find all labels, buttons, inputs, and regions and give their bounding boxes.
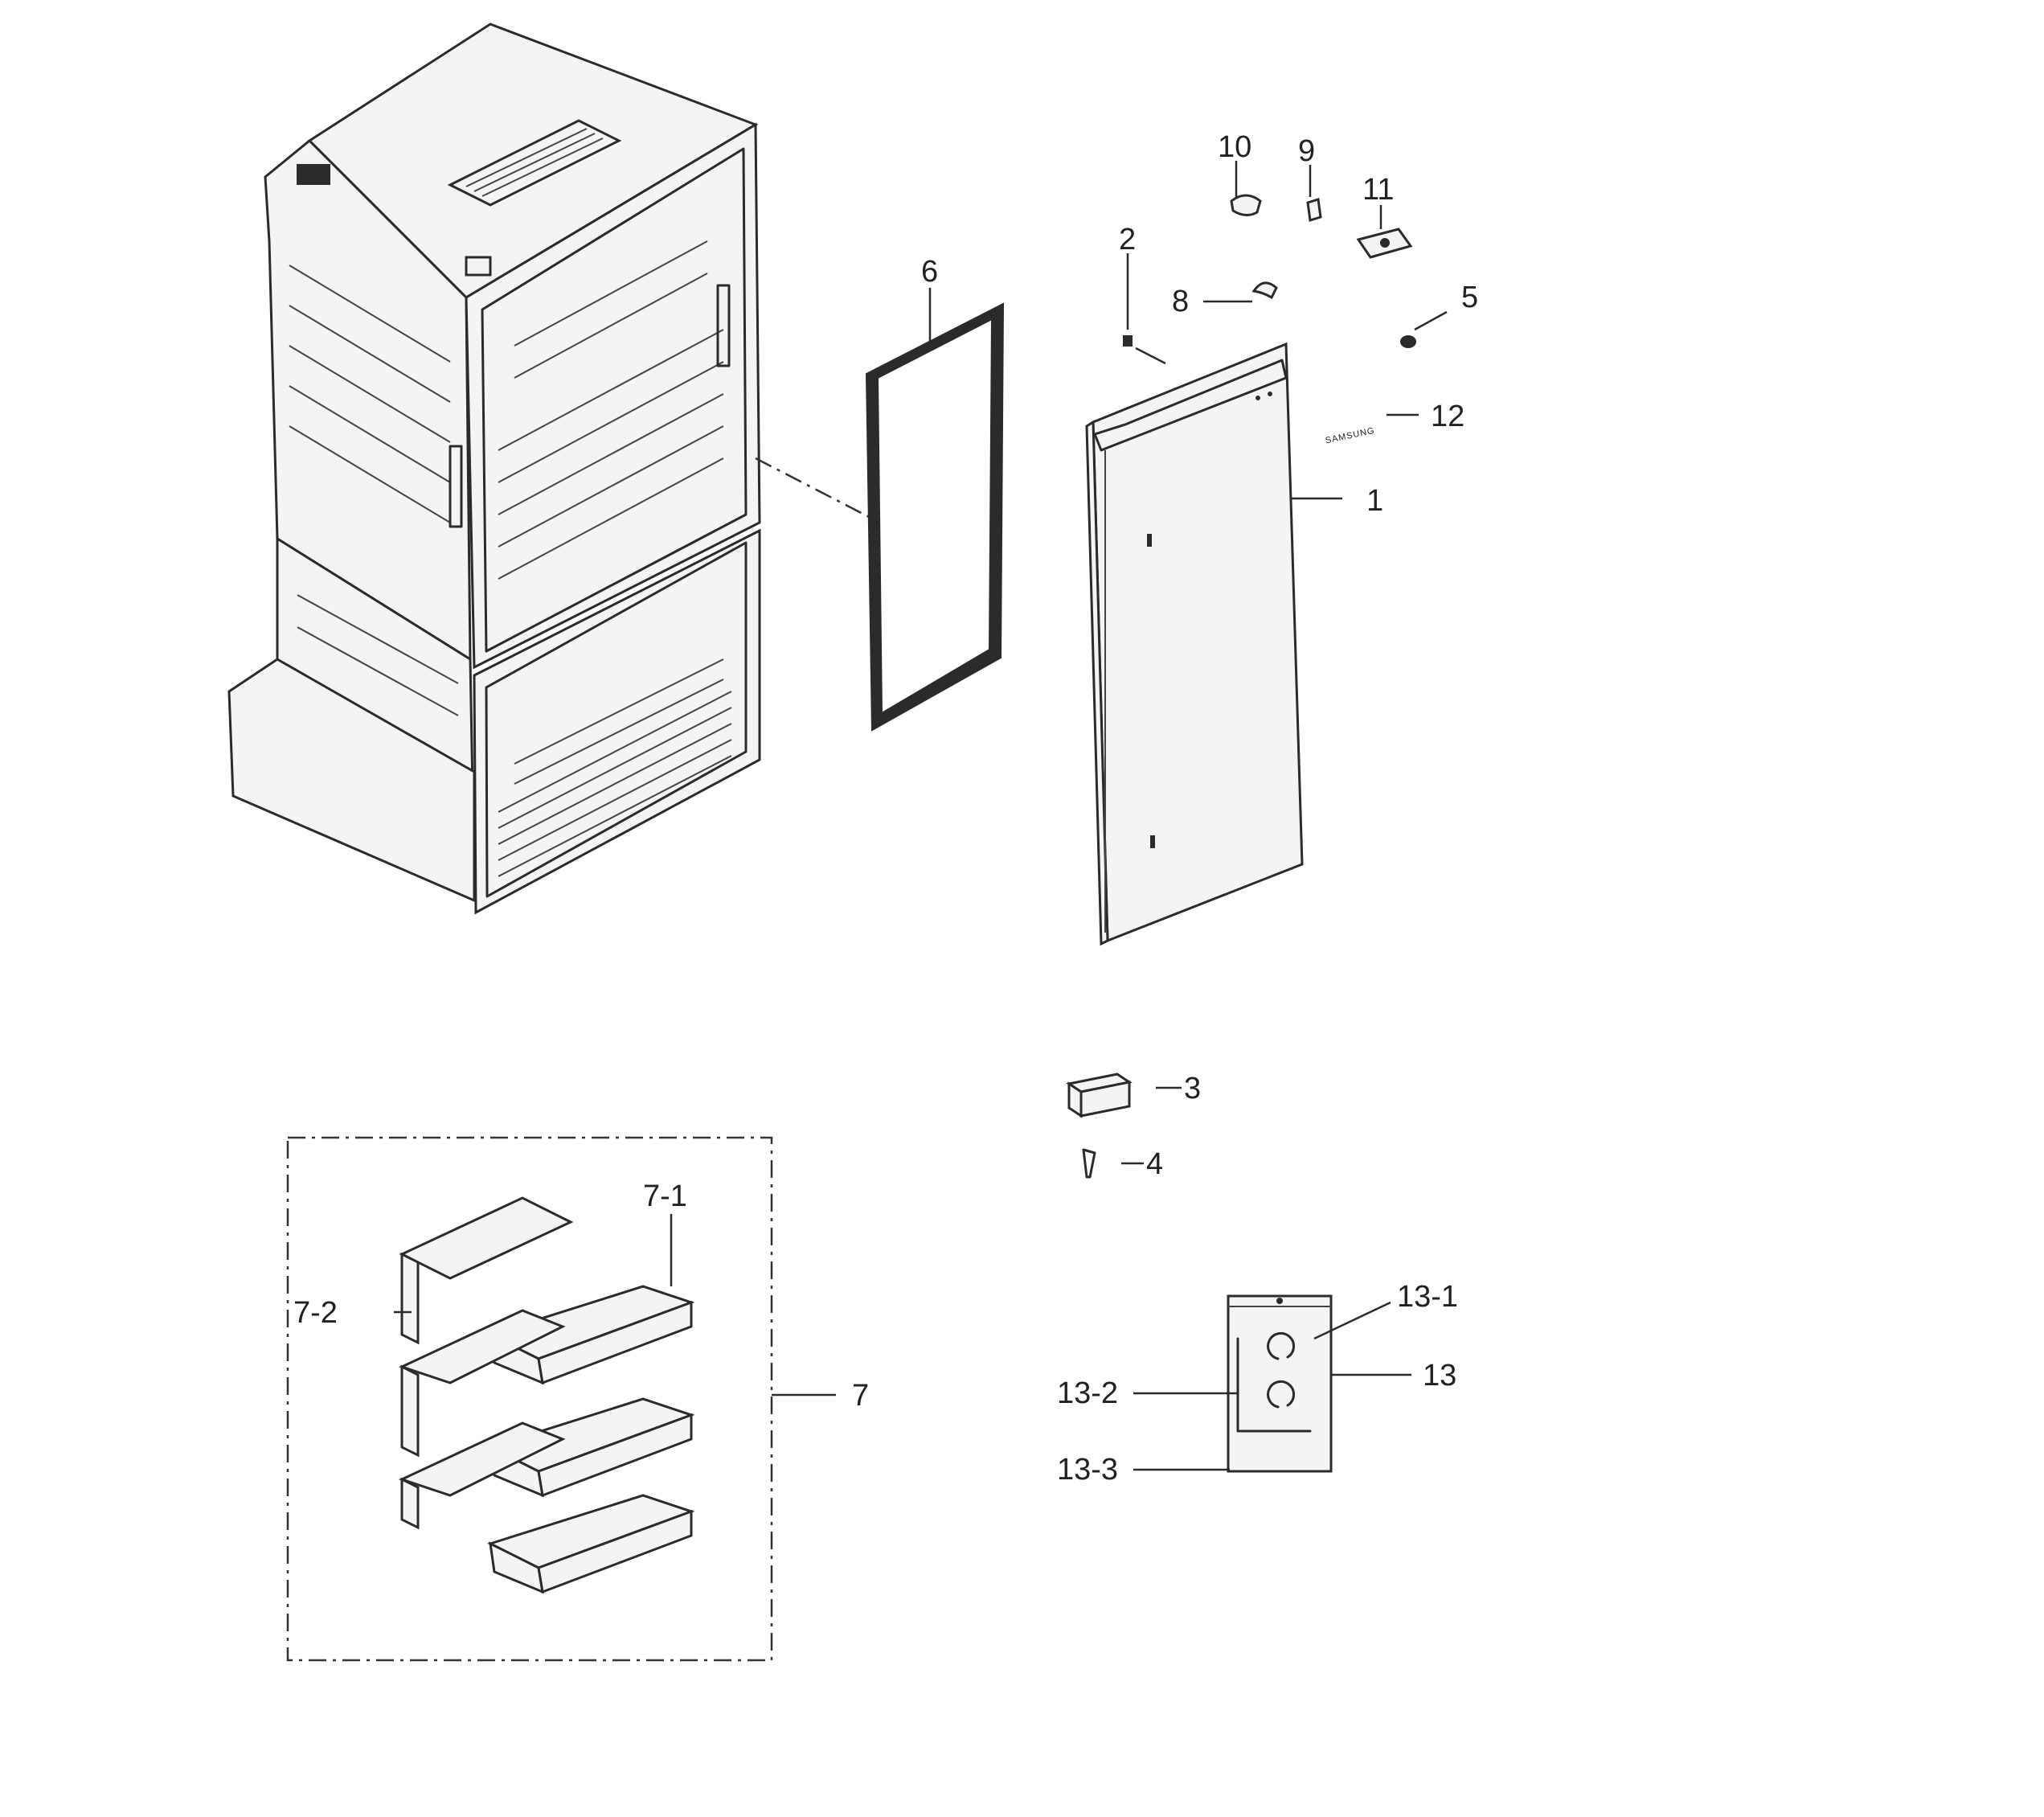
refrigerator-door [1085,342,1304,946]
clip-part-9 [1306,198,1322,222]
callout-12: 12 [1431,400,1464,433]
callout-1: 1 [1366,484,1383,518]
callout-11: 11 [1362,173,1394,207]
callout-3: 3 [1184,1072,1201,1105]
callout-13: 13 [1423,1359,1456,1392]
callout-labels: 1 2 3 4 5 6 7 7-1 7-2 8 9 10 11 12 13 13… [293,130,1478,1487]
callout-13-1: 13-1 [1397,1280,1458,1314]
leader-lines [394,161,1448,1471]
foam-block-part-3 [1066,1073,1133,1118]
kit-bag-part-13 [1227,1294,1333,1473]
hinge-cover-part-8 [1251,281,1278,300]
hinge-bracket-part-11 [1356,228,1413,259]
callout-13-2: 13-2 [1057,1376,1118,1410]
callout-7: 7 [852,1379,869,1413]
hinge-cap-part-10 [1230,194,1262,216]
refrigerator-cabinet [227,23,761,915]
callout-7-1: 7-1 [643,1179,687,1213]
brand-badge-part-12: SAMSUNG [1325,426,1376,446]
samsung-badge-text: SAMSUNG [1325,426,1376,446]
callout-13-3: 13-3 [1057,1453,1118,1487]
cap-part-5 [1400,335,1416,348]
callout-5: 5 [1461,281,1478,314]
callout-9: 9 [1298,134,1315,168]
callout-6: 6 [921,255,938,289]
callout-4: 4 [1146,1147,1163,1181]
door-bin-kit [286,1136,773,1662]
callout-7-2: 7-2 [293,1296,338,1330]
screw-part-4 [1082,1148,1096,1179]
callout-2: 2 [1119,223,1136,256]
callout-8: 8 [1172,285,1189,318]
pin-part-2 [1123,335,1133,347]
door-gasket [865,302,1005,732]
callout-10: 10 [1218,130,1251,164]
